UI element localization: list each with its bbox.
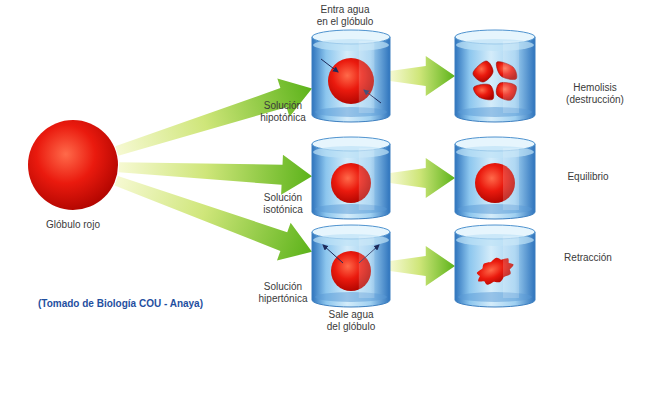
- beaker-body: [312, 37, 390, 122]
- source-note: (Tomado de Biología COU - Anaya): [38, 298, 203, 310]
- glass-highlight: [503, 41, 519, 113]
- beaker-body: [312, 232, 390, 307]
- cell-fragment: [474, 84, 494, 100]
- beaker-bottom: [315, 292, 387, 302]
- node-label: Hemolisis (destrucción): [558, 82, 632, 106]
- beaker-outline: [312, 137, 390, 219]
- flow-arrow: [115, 176, 312, 260]
- liquid-surface: [456, 146, 534, 158]
- result-beaker: Retracción: [455, 225, 535, 307]
- beaker-bottom: [315, 107, 387, 117]
- node-label: Equilibrio: [558, 171, 618, 183]
- beaker-bottom: [458, 292, 532, 302]
- node-label: Retracción: [558, 252, 618, 264]
- flow-arrow: [390, 56, 455, 96]
- cell-outline: [27, 119, 119, 211]
- beaker-body: [312, 144, 390, 219]
- water-arrow: [321, 59, 338, 72]
- cell-body: [28, 120, 118, 210]
- node-label: Solución hipotónica: [254, 100, 312, 124]
- beaker-body: [455, 37, 535, 122]
- glass-highlight: [359, 236, 375, 298]
- solution-beaker: Entra agua en el glóbuloSolución hipotón…: [312, 30, 390, 122]
- flow-arrow: [115, 79, 312, 156]
- beaker-outline: [455, 225, 535, 307]
- water-arrow: [323, 245, 343, 263]
- node-label: Solución hipertónica: [254, 281, 312, 305]
- node-label: Sale agua del glóbulo: [322, 309, 380, 333]
- node-label: Glóbulo rojo: [45, 219, 101, 231]
- beaker-outline: [312, 30, 390, 122]
- solution-beaker: Solución isotónica: [312, 137, 390, 219]
- liquid-surface: [313, 146, 389, 158]
- glass-highlight: [503, 236, 519, 298]
- beaker-outline: [455, 30, 535, 122]
- solution-beaker: Solución hipertónicaSale agua del glóbul…: [312, 225, 390, 307]
- result-beaker: Equilibrio: [455, 137, 535, 219]
- beaker-bottom: [458, 107, 532, 117]
- glass-highlight: [359, 148, 375, 210]
- liquid-surface: [456, 39, 534, 51]
- node-label: Entra agua en el glóbulo: [315, 4, 375, 28]
- node-label: Solución isotónica: [254, 192, 312, 216]
- beaker-body: [455, 232, 535, 307]
- beaker-outline: [312, 225, 390, 307]
- beaker-body: [455, 144, 535, 219]
- glass-highlight: [359, 41, 375, 113]
- liquid-surface: [313, 39, 389, 51]
- glass-highlight: [503, 148, 519, 210]
- liquid-surface: [313, 234, 389, 246]
- beaker-bottom: [458, 204, 532, 214]
- flow-arrow: [390, 158, 455, 198]
- cell-fragment: [473, 61, 493, 82]
- result-beaker: Hemolisis (destrucción): [455, 30, 535, 122]
- liquid-surface: [456, 234, 534, 246]
- red-blood-cell: Glóbulo rojo: [27, 119, 119, 211]
- beaker-bottom: [315, 204, 387, 214]
- flow-arrow: [390, 246, 455, 286]
- beaker-outline: [455, 137, 535, 219]
